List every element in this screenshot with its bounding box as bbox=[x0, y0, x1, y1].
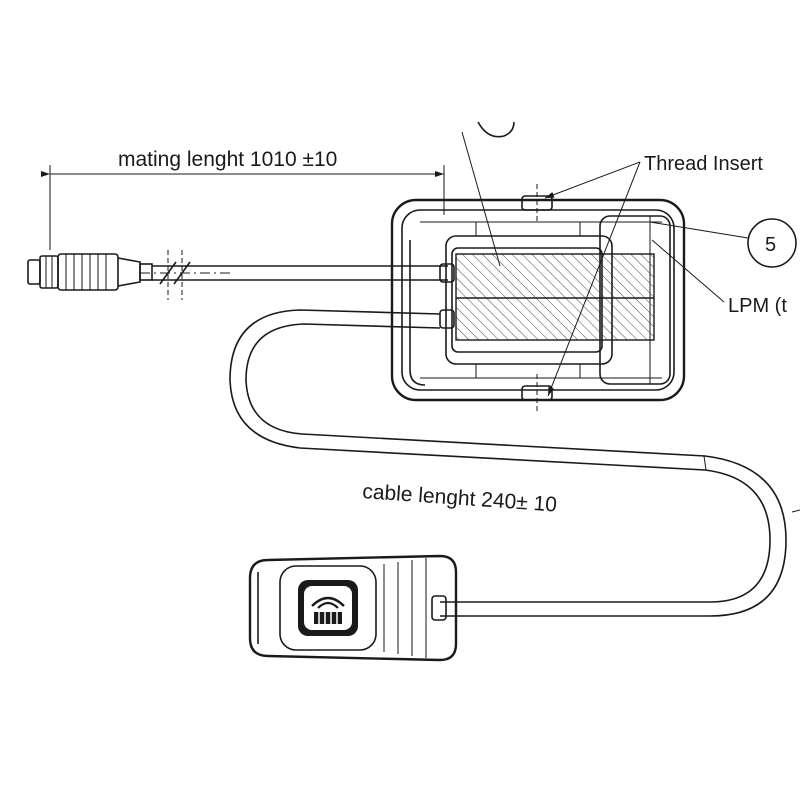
lpm-callout: LPM (t bbox=[651, 239, 787, 317]
thread-insert-top bbox=[521, 184, 553, 222]
top-leader bbox=[461, 121, 515, 267]
m12-connector bbox=[27, 253, 153, 291]
cable-length-label: cable lenght 240± 10 bbox=[362, 480, 558, 517]
lpm-housing bbox=[390, 198, 686, 402]
balloon-5-callout: 5 bbox=[649, 218, 797, 268]
lpm-label: LPM (t bbox=[728, 295, 787, 317]
mating-length-dimension: mating lenght 1010 ±10 bbox=[41, 148, 445, 250]
control-module bbox=[248, 554, 458, 662]
thread-insert-bottom bbox=[521, 374, 553, 412]
balloon-5-label: 5 bbox=[765, 234, 776, 256]
thread-insert-callout: Thread Insert bbox=[544, 153, 763, 397]
thread-insert-label: Thread Insert bbox=[644, 153, 763, 175]
wave-hand-icon[interactable] bbox=[298, 580, 358, 636]
hatched-section bbox=[455, 253, 655, 341]
cable-break-symbol bbox=[159, 250, 191, 300]
mating-cable bbox=[140, 250, 448, 300]
short-cable: cable lenght 240± 10 bbox=[229, 309, 787, 617]
mating-length-label: mating lenght 1010 ±10 bbox=[118, 148, 337, 171]
